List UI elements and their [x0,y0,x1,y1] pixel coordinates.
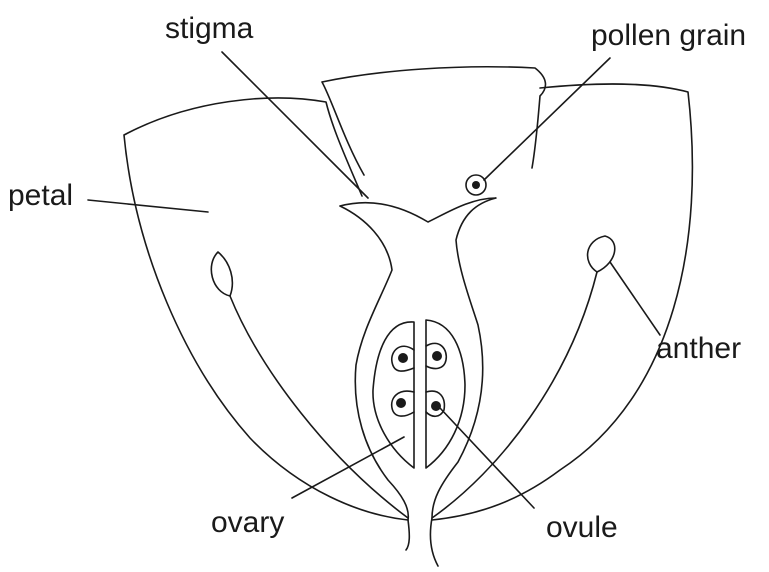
ovule-dot [396,398,406,408]
label-pollen-grain: pollen grain [591,19,746,52]
left-anther [211,252,232,296]
label-petal: petal [8,179,73,212]
petal-leader-line [88,200,208,212]
leader-lines [88,52,660,508]
right-filament [432,272,597,518]
ovule-leader-line [440,408,534,508]
right-anther [588,236,615,272]
label-stigma: stigma [165,12,254,45]
label-ovary: ovary [211,506,284,539]
ovule-dot [432,351,442,361]
label-ovule: ovule [546,511,618,544]
label-anther: anther [656,332,741,365]
petals [124,67,692,520]
stamens [211,236,614,518]
left-filament [230,296,408,518]
ovule-dot [398,353,408,363]
left-petal [124,98,408,520]
center-petal [322,67,545,175]
pollen-grain-leader-line [484,58,610,180]
pollen-grain-nucleus [472,181,480,189]
pollen-grain [466,175,486,195]
ovary-leader-line [292,437,404,498]
anther-leader-line [610,262,660,335]
stigma-leader-line [222,52,368,198]
ovule-dot [431,401,441,411]
